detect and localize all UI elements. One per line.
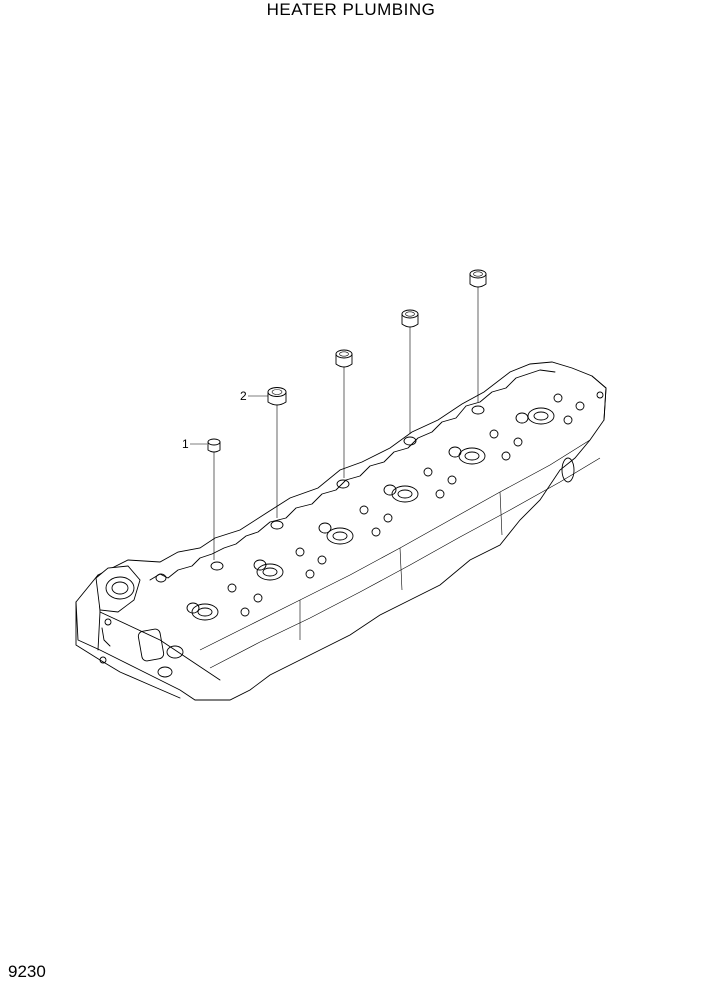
callout-2: 2: [240, 389, 268, 403]
plug-4: [401, 309, 419, 434]
page-title: HEATER PLUMBING: [266, 0, 436, 19]
callout-1: 1: [182, 437, 207, 451]
plug-5: [469, 269, 487, 402]
cylinder-head: [75, 361, 607, 701]
plug-3: [335, 349, 353, 478]
plug-1: [207, 438, 221, 560]
plug-2: [267, 387, 287, 518]
page-number: 9230: [8, 962, 46, 981]
callout-label-1: 1: [182, 437, 189, 451]
callout-label-2: 2: [240, 389, 247, 403]
